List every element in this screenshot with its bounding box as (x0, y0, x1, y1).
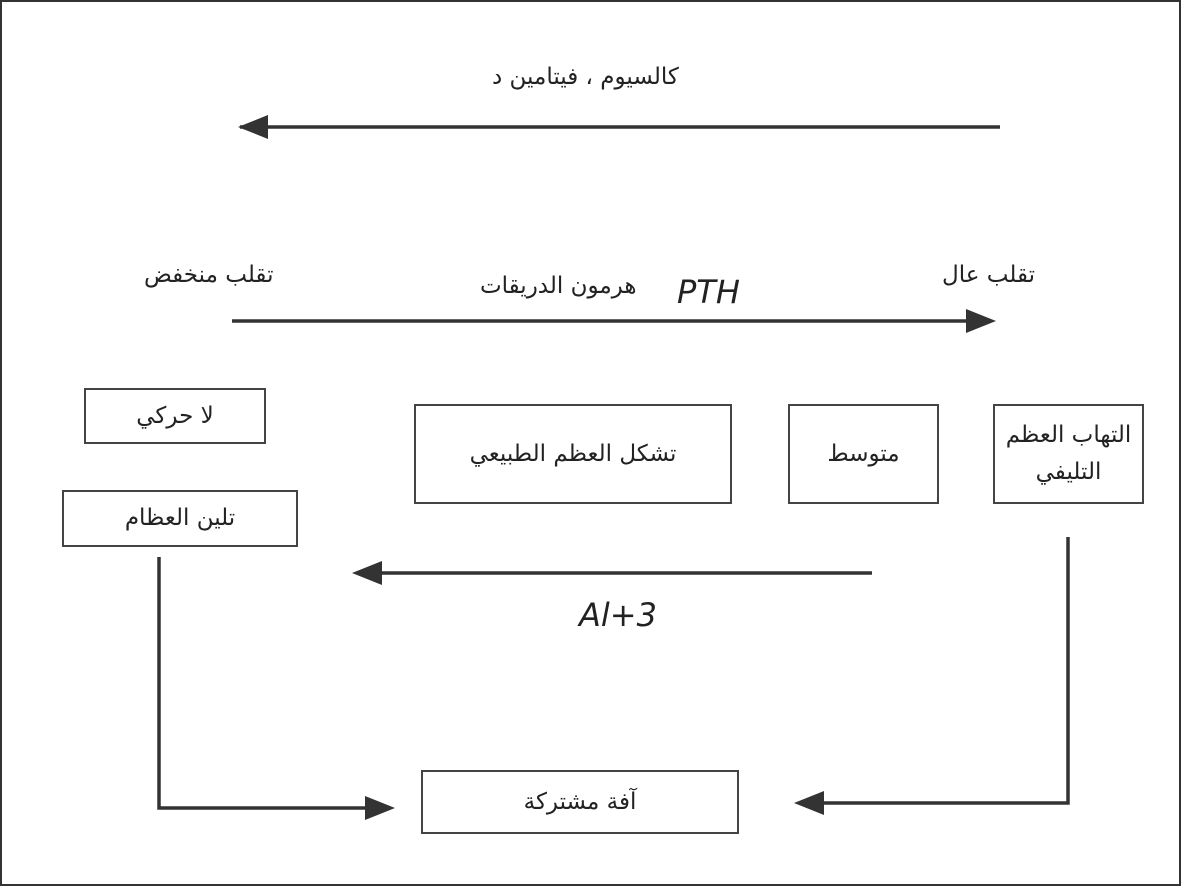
pth-arabic-label: هرمون الدريقات (480, 273, 637, 299)
calcium-arrowhead (238, 115, 268, 139)
normal-bone-formation-text: تشكل العظم الطبيعي (469, 440, 677, 467)
pth-arrowhead (966, 309, 996, 333)
mixed-lesion-box: آفة مشتركة (421, 770, 739, 834)
low-turnover-label: تقلب منخفض (144, 262, 274, 288)
adynamic-text: لا حركي (136, 402, 214, 429)
high-turnover-label: تقلب عال (942, 262, 1035, 288)
osteomalacia-text: تلين العظام (124, 505, 236, 532)
mixed-lesion-text: آفة مشتركة (523, 788, 637, 815)
pth-symbol-label: PTH (677, 273, 740, 311)
moderate-text: متوسط (827, 440, 900, 467)
moderate-box: متوسط (788, 404, 939, 504)
osteitis-fibrosa-box: التهاب العظم التليفي (993, 404, 1144, 504)
aluminium-arrowhead (352, 561, 382, 585)
calcium-vitamin-d-label: كالسيوم ، فيتامين د (492, 64, 679, 90)
normal-bone-formation-box: تشكل العظم الطبيعي (414, 404, 732, 504)
adynamic-box: لا حركي (84, 388, 266, 444)
osteitis-fibrosa-text: التهاب العظم التليفي (1005, 422, 1132, 485)
aluminium-label: Al+3 (579, 596, 657, 634)
osteomalacia-to-mixed-arrowhead (365, 796, 395, 820)
osteitis-to-mixed-arrow (822, 537, 1070, 805)
osteomalacia-to-mixed-arrow (157, 557, 368, 810)
osteomalacia-box: تلين العظام (62, 490, 298, 547)
osteitis-to-mixed-arrowhead (794, 791, 824, 815)
